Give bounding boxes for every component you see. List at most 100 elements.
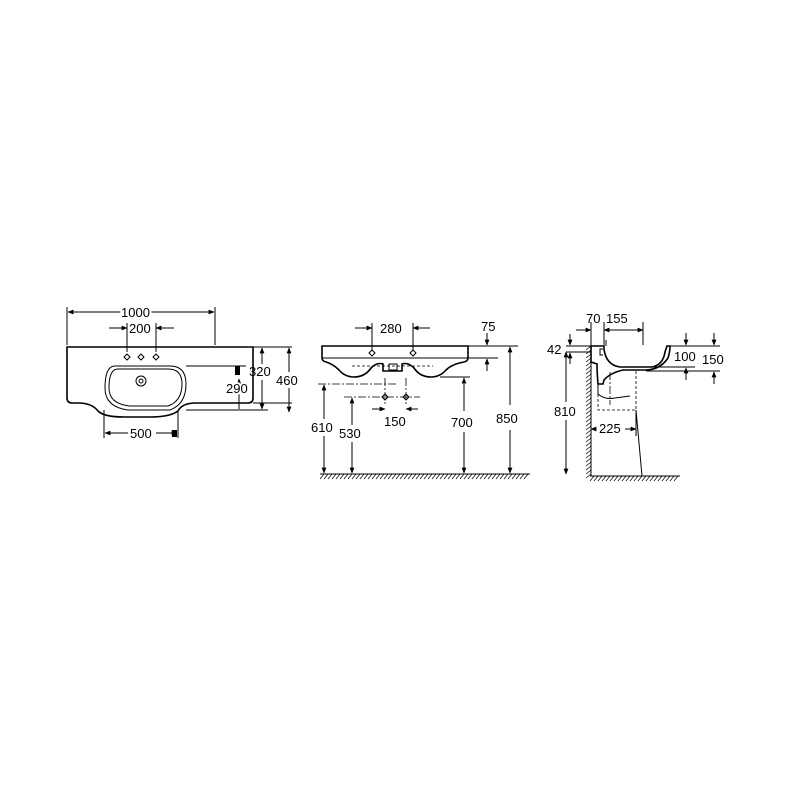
hatch-stroke xyxy=(363,473,369,480)
hatch-stroke xyxy=(585,353,592,359)
dim-overall-width: 1000 xyxy=(121,305,150,320)
hatch-stroke xyxy=(585,441,592,447)
hatch-stroke xyxy=(601,475,607,482)
hatch-stroke xyxy=(367,473,373,480)
hatch-stroke xyxy=(455,473,461,480)
hatch-stroke xyxy=(459,473,465,480)
bowl-inner xyxy=(108,368,183,407)
hatch-stroke xyxy=(403,473,409,480)
hatch-stroke xyxy=(585,449,592,455)
hatch-stroke xyxy=(435,473,441,480)
hatch-stroke xyxy=(331,473,337,480)
hatch-stroke xyxy=(395,473,401,480)
hatch-stroke xyxy=(347,473,353,480)
hatch-stroke xyxy=(585,469,592,475)
wall-hatch xyxy=(585,345,592,479)
hatch-stroke xyxy=(479,473,485,480)
hatch-stroke xyxy=(463,473,469,480)
hatch-stroke xyxy=(585,389,592,395)
hatch-stroke xyxy=(605,475,611,482)
hatch-stroke xyxy=(323,473,329,480)
hatch-stroke xyxy=(499,473,505,480)
hatch-stroke xyxy=(585,453,592,459)
dim-depth-to-taps: 320 xyxy=(249,364,271,379)
hatch-stroke xyxy=(339,473,345,480)
hatch-stroke xyxy=(585,385,592,391)
hatch-stroke xyxy=(585,345,592,351)
pedestal-line xyxy=(635,409,643,477)
dim-depth-to-waste: 290 xyxy=(226,381,248,396)
hatch-stroke xyxy=(451,473,457,480)
hatch-stroke xyxy=(613,475,619,482)
hatch-stroke xyxy=(411,473,417,480)
waste-outlet-inner xyxy=(138,378,144,384)
dim-rim-thickness: 42 xyxy=(547,342,561,357)
hatch-stroke xyxy=(447,473,453,480)
hatch-stroke xyxy=(379,473,385,480)
hatch-stroke xyxy=(487,473,493,480)
dim-rim-height: 810 xyxy=(554,404,576,419)
hatch-stroke xyxy=(593,475,599,482)
hatch-stroke xyxy=(637,475,643,482)
hatch-stroke xyxy=(391,473,397,480)
dim-tick xyxy=(235,366,240,375)
hatch-stroke xyxy=(475,473,481,480)
hatch-stroke xyxy=(585,429,592,435)
dim-tap-spacing: 200 xyxy=(129,321,151,336)
waste-outlet-front xyxy=(388,363,398,371)
hatch-stroke xyxy=(585,401,592,407)
hatch-stroke xyxy=(621,475,627,482)
dim-height-700: 700 xyxy=(451,415,473,430)
hatch-stroke xyxy=(589,475,595,482)
hatch-stroke xyxy=(483,473,489,480)
hatch-stroke xyxy=(375,473,381,480)
hatch-stroke xyxy=(585,417,592,423)
dim-tick xyxy=(172,430,177,437)
dim-height-850: 850 xyxy=(496,411,518,426)
hatch-stroke xyxy=(467,473,473,480)
hatch-stroke xyxy=(407,473,413,480)
dim-bowl-depth: 100 xyxy=(674,349,696,364)
tap-hole-left xyxy=(368,349,376,357)
hatch-stroke xyxy=(343,473,349,480)
waste-outlet xyxy=(135,375,147,387)
dim-trap-depth: 225 xyxy=(599,421,621,436)
hatch-stroke xyxy=(585,365,592,371)
hatch-stroke xyxy=(585,361,592,367)
bowl-outline xyxy=(104,365,187,411)
hatch-stroke xyxy=(661,475,667,482)
hatch-stroke xyxy=(585,425,592,431)
hatch-stroke xyxy=(645,475,651,482)
hatch-stroke xyxy=(359,473,365,480)
hatch-stroke xyxy=(415,473,421,480)
hatch-stroke xyxy=(673,475,679,482)
floor-hatch-side xyxy=(589,475,679,482)
hatch-stroke xyxy=(503,473,509,480)
supply-right-marker xyxy=(402,393,410,401)
hatch-stroke xyxy=(585,369,592,375)
dim-height-610: 610 xyxy=(311,420,333,435)
dim-wall-gap: 70 xyxy=(586,311,600,326)
hatch-stroke xyxy=(585,445,592,451)
floor-hatch xyxy=(319,473,529,480)
dim-tap-spacing-front: 280 xyxy=(380,321,402,336)
hatch-stroke xyxy=(585,421,592,427)
hatch-stroke xyxy=(665,475,671,482)
hatch-stroke xyxy=(439,473,445,480)
hatch-stroke xyxy=(585,357,592,363)
dim-overall-height-side: 150 xyxy=(702,352,724,367)
hatch-stroke xyxy=(585,413,592,419)
hatch-stroke xyxy=(657,475,663,482)
basin-front-outline xyxy=(321,345,469,378)
hatch-stroke xyxy=(585,457,592,463)
hatch-stroke xyxy=(585,461,592,467)
hatch-stroke xyxy=(669,475,675,482)
dim-overall-depth: 460 xyxy=(276,373,298,388)
dim-basin-height: 75 xyxy=(481,319,495,334)
hatch-stroke xyxy=(649,475,655,482)
hatch-stroke xyxy=(597,475,603,482)
hatch-stroke xyxy=(507,473,513,480)
hatch-stroke xyxy=(431,473,437,480)
hatch-stroke xyxy=(617,475,623,482)
hatch-stroke xyxy=(585,377,592,383)
